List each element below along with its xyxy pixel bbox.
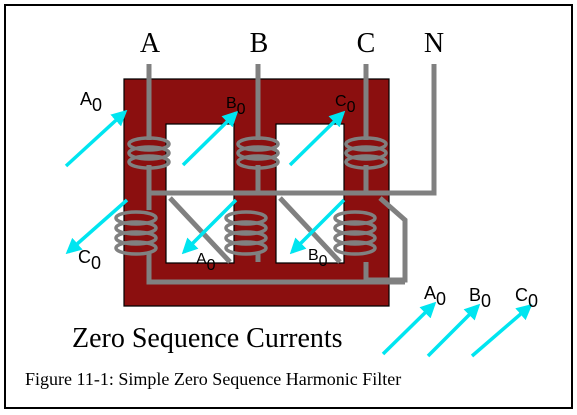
arrow-a0-upper: [64, 109, 128, 168]
coil-a-upper: [127, 136, 171, 170]
figure-caption: Figure 11-1: Simple Zero Sequence Harmon…: [25, 369, 401, 389]
wire-cross-1: [168, 196, 232, 264]
wire-bottom-return: [146, 252, 405, 285]
coils: [114, 136, 388, 256]
arrow-b0-lower: [289, 198, 346, 255]
arrow-c0-lower: [65, 198, 129, 255]
wire-neutral: [149, 64, 437, 196]
legend-arrow-b0: [426, 303, 481, 358]
legend-label-b0: B0: [469, 285, 491, 311]
heading: Zero Sequence Currents: [72, 323, 343, 354]
phase-label-c: C: [357, 28, 376, 59]
arrow-a0-lower: [181, 198, 238, 255]
legend-arrow-a0: [381, 301, 437, 356]
upper-label-a0: A0: [80, 89, 102, 115]
phase-label-a: A: [140, 28, 161, 59]
coil-c-lower: [333, 210, 377, 256]
lower-label-c0: C0: [78, 247, 101, 273]
arrow-b0-upper: [181, 110, 239, 167]
coil-c-upper: [344, 136, 388, 170]
wire-cross-2: [278, 196, 342, 264]
coil-a-lower: [114, 210, 158, 256]
arrow-c0-upper: [288, 110, 346, 167]
lower-label-a0: A0: [196, 251, 216, 274]
coil-b-upper: [236, 136, 280, 170]
coil-b-lower: [224, 210, 268, 256]
phase-label-n: N: [424, 28, 444, 59]
winding-wires: [146, 64, 437, 285]
upper-label-b0: B0: [226, 95, 246, 118]
legend-label-c0: C0: [515, 285, 538, 311]
figure-frame: [4, 4, 573, 409]
upper-label-c0: C0: [335, 93, 356, 116]
phase-label-b: B: [250, 28, 269, 59]
legend-label-a0: A0: [424, 283, 446, 309]
lower-label-b0: B0: [308, 247, 328, 270]
legend-arrow-c0: [470, 303, 533, 358]
current-arrows: [64, 109, 533, 358]
